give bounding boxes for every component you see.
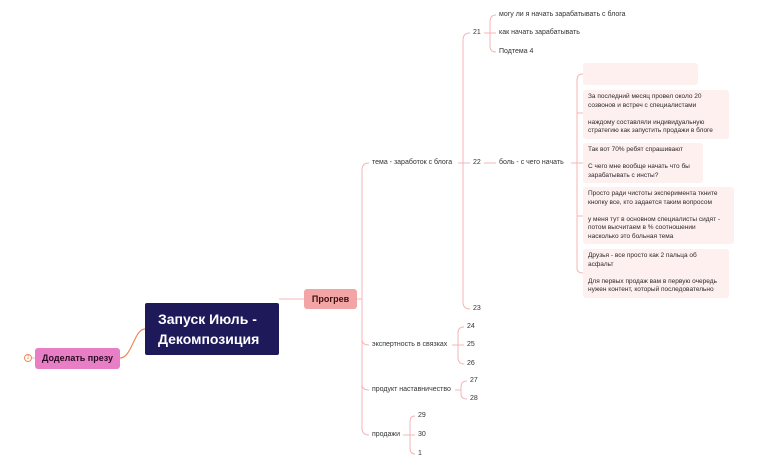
day-27[interactable]: 27	[467, 376, 481, 386]
day21-item-1[interactable]: могу ли я начать зарабатывать с блога	[496, 10, 629, 20]
pain-node[interactable]: боль - с чего начать	[496, 158, 567, 168]
day-28[interactable]: 28	[467, 394, 481, 404]
day-24[interactable]: 24	[464, 322, 478, 332]
pain-card-1[interactable]: За последний месяц провел около 20 созво…	[583, 90, 729, 139]
topic-sales[interactable]: продажи	[369, 430, 403, 440]
presentation-node[interactable]: Доделать презу	[35, 348, 120, 369]
pain-card-4[interactable]: Друзья - все просто как 2 пальца об асфа…	[583, 249, 729, 298]
root-node[interactable]: Запуск Июль - Декомпозиция	[145, 303, 279, 355]
progrev-node[interactable]: Прогрев	[304, 289, 357, 309]
root-title-line-2: Декомпозиция	[158, 331, 260, 347]
pain-card-2[interactable]: Так вот 70% ребят спрашивают С чего мне …	[583, 143, 703, 183]
day-25[interactable]: 25	[464, 340, 478, 350]
day-29[interactable]: 29	[415, 411, 429, 421]
day-30[interactable]: 30	[415, 430, 429, 440]
topic-mentoring[interactable]: продукт наставничество	[369, 385, 454, 395]
day-26[interactable]: 26	[464, 359, 478, 369]
day21-item-2[interactable]: как начать зарабатывать	[496, 28, 583, 38]
pain-card-3[interactable]: Просто ради чистоты эксперимента ткните …	[583, 187, 734, 244]
root-title-line-1: Запуск Июль -	[158, 311, 257, 327]
priority-marker-icon[interactable]: 2	[24, 354, 32, 362]
topic-expert[interactable]: экспертность в связках	[369, 340, 451, 350]
day-22[interactable]: 22	[470, 158, 484, 168]
day-1[interactable]: 1	[415, 449, 425, 459]
empty-card[interactable]	[583, 63, 698, 85]
topic-earning[interactable]: тема - заработок с блога	[369, 158, 456, 168]
day21-item-3[interactable]: Подтема 4	[496, 47, 537, 57]
day-23[interactable]: 23	[470, 304, 484, 314]
day-21[interactable]: 21	[470, 28, 484, 38]
